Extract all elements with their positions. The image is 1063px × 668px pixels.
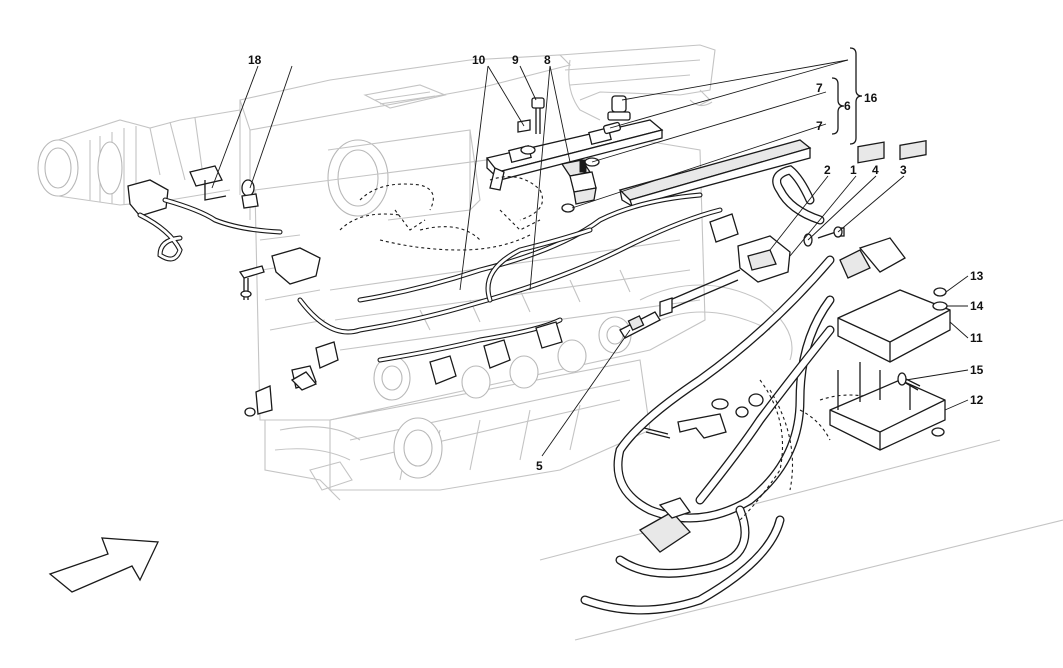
screw-15 [897, 372, 921, 391]
callout-11: 11 [970, 331, 983, 345]
callout-13: 13 [970, 269, 984, 283]
bolt-3 [817, 226, 843, 239]
harness-connector [638, 497, 692, 553]
fuel-rail [485, 119, 664, 191]
map-sensor [127, 165, 283, 262]
callout-15: 15 [970, 363, 984, 377]
main-harness [580, 165, 881, 615]
callout-9: 9 [512, 53, 519, 67]
brackets-left [238, 265, 318, 417]
callout-labels: 18 10 9 8 7 6 16 7 2 1 4 3 13 14 11 15 1… [248, 53, 984, 473]
callout-3: 3 [900, 163, 907, 177]
cylinder-head-ghost [254, 139, 706, 501]
brace-6 [831, 77, 845, 135]
spark-plug [619, 311, 661, 339]
engine-control-unit [837, 139, 951, 363]
throttle-body-ghost [37, 109, 241, 206]
callout-5: 5 [536, 459, 543, 473]
callout-12: 12 [970, 393, 984, 407]
leader-lines [211, 59, 969, 457]
engine-block-ghost [37, 44, 1063, 641]
ground-bracket [643, 393, 764, 439]
callout-16: 16 [864, 91, 878, 105]
callout-7-lower: 7 [816, 119, 823, 133]
fuel-rail-lower [618, 139, 812, 207]
callout-2: 2 [824, 163, 831, 177]
nut-13 [933, 287, 947, 297]
fuel-injector [560, 157, 600, 213]
callout-8: 8 [544, 53, 551, 67]
callout-7-upper: 7 [816, 81, 823, 95]
ecu-connector [835, 227, 906, 279]
callout-17: 18 [248, 53, 262, 67]
callout-10: 10 [472, 53, 486, 67]
callout-1: 1 [850, 163, 857, 177]
ecu-bracket [829, 362, 946, 451]
ignition-module [659, 235, 791, 317]
injector-harness [297, 176, 723, 363]
callout-6: 6 [844, 99, 851, 113]
direction-arrow [48, 537, 159, 593]
brace-16 [849, 47, 863, 145]
callout-14: 14 [970, 299, 984, 313]
intake-plenum-ghost [239, 44, 716, 221]
callout-4: 4 [872, 163, 879, 177]
washer-14 [932, 301, 948, 311]
